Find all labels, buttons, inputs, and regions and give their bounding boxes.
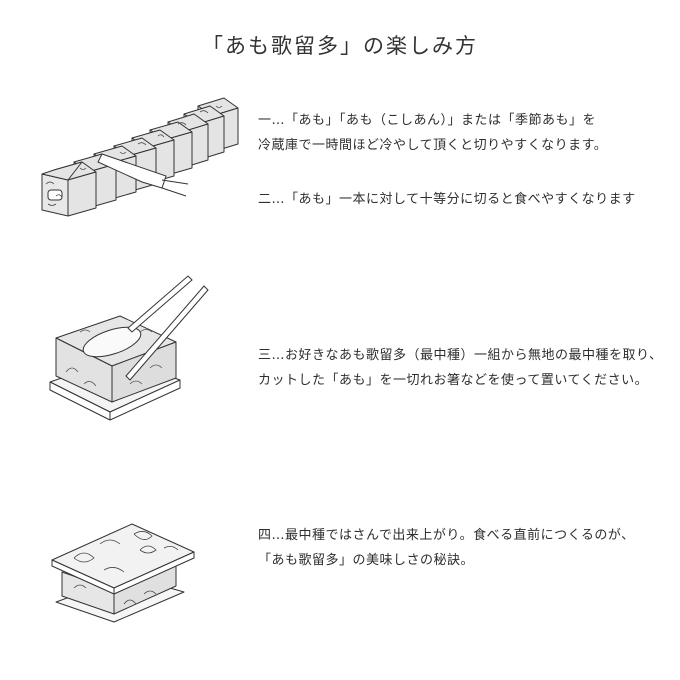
step-2-text: 二…「あも」一本に対して十等分に切ると食べやすくなります — [258, 187, 636, 212]
chopsticks-icon — [49, 275, 209, 421]
step-3-text: 三…お好きなあも歌留多（最中種）一組から無地の最中種を取り、 カットした「あも」… — [258, 343, 662, 393]
step-4-line-2: 「あも歌留多」の美味しさの秘訣。 — [258, 553, 475, 568]
step-3-line-2: カットした「あも」を一切れお箸などを使って置いてください。 — [258, 373, 649, 388]
step-1-text: 一…「あも」「あも（こしあん）」または「季節あも」を 冷蔵庫で一時間ほど冷やして… — [258, 108, 607, 158]
step-3-line-1: 三…お好きなあも歌留多（最中種）一組から無地の最中種を取り、 — [258, 348, 663, 363]
step-4-line-1: 四…最中種ではさんで出来上がり。食べる直前につくるのが、 — [258, 528, 635, 543]
step-4-text: 四…最中種ではさんで出来上がり。食べる直前につくるのが、 「あも歌留多」の美味し… — [258, 523, 635, 573]
page-title: 「あも歌留多」の楽しみ方 — [202, 34, 478, 58]
step-1-line-1: 一…「あも」「あも（こしあん）」または「季節あも」を — [258, 113, 597, 128]
sliced-log-icon — [41, 97, 239, 217]
finished-monaka-illustration — [44, 498, 204, 623]
chopsticks-illustration — [40, 272, 210, 437]
step-1-line-2: 冷蔵庫で一時間ほど冷やして頂くと切りやすくなります。 — [258, 138, 608, 153]
sliced-log-illustration — [28, 92, 258, 232]
monaka-icon — [51, 523, 195, 623]
step-2-line-1: 二…「あも」一本に対して十等分に切ると食べやすくなります — [258, 192, 636, 207]
